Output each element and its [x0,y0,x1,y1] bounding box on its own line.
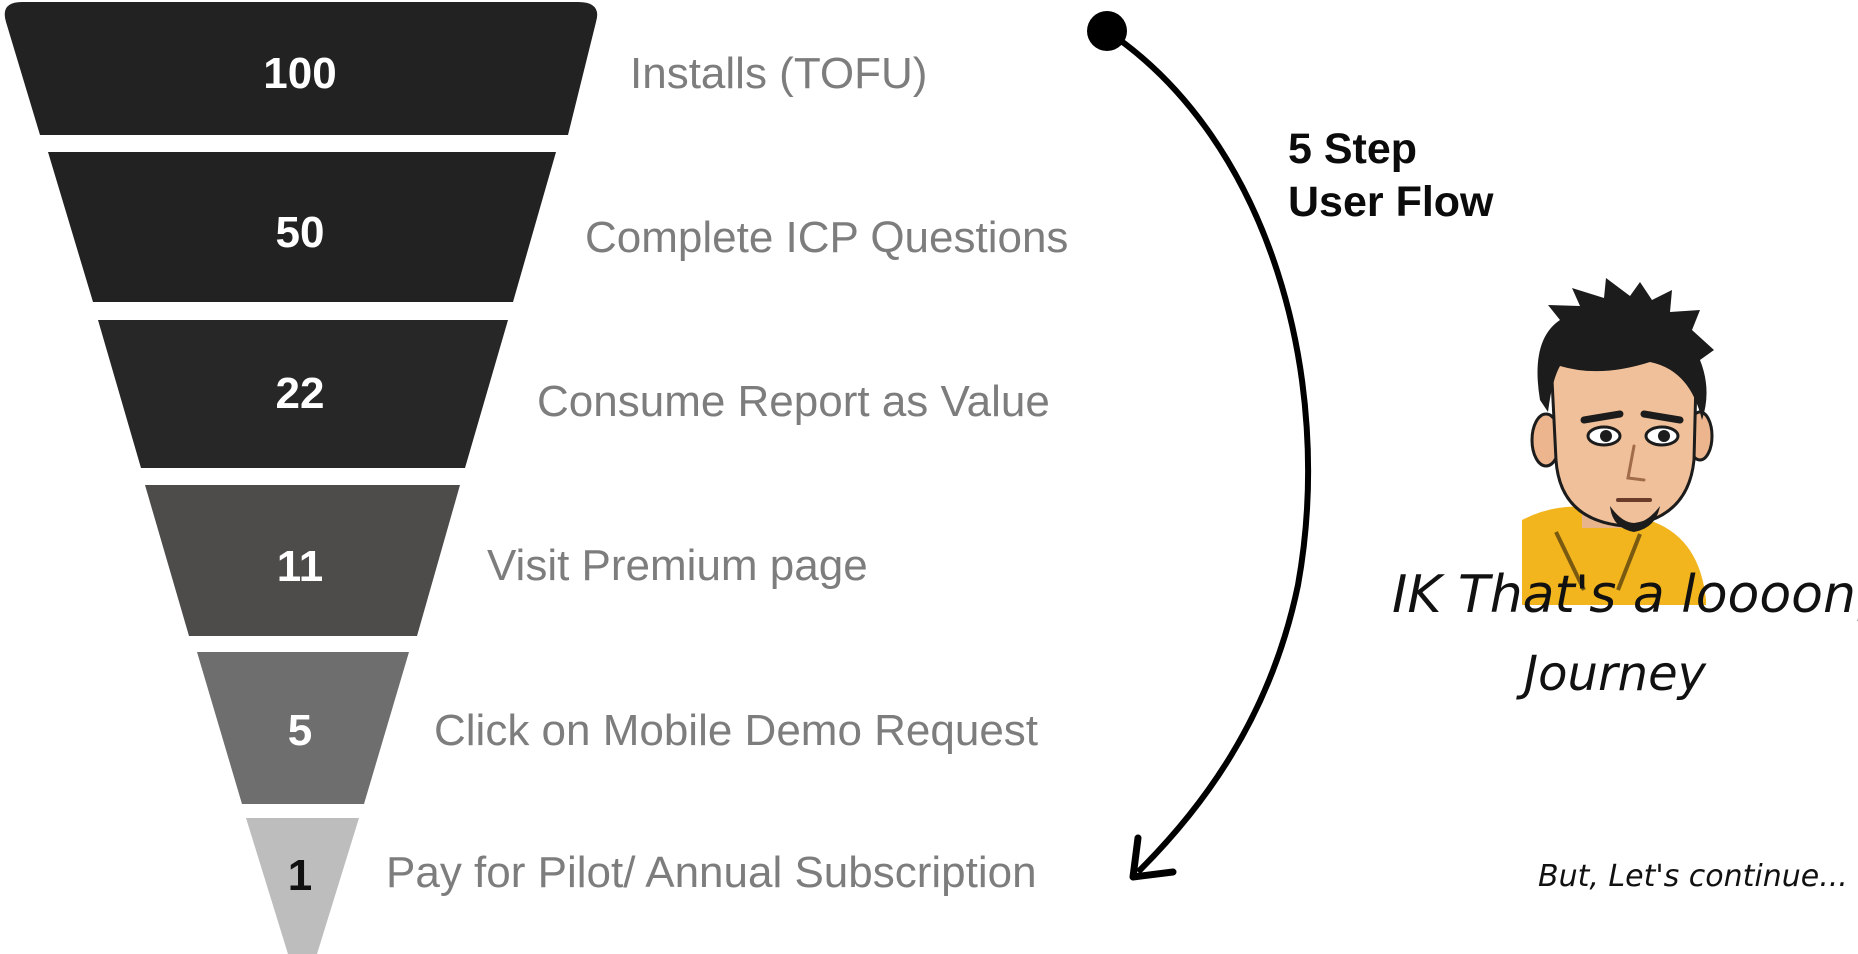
funnel-segment-5 [197,652,409,804]
funnel-segment-6 [246,818,359,954]
stage-value-1: 100 [263,49,336,98]
stage-label-6: Pay for Pilot/ Annual Subscription [386,848,1037,897]
funnel-segment-4 [145,485,460,636]
flow-title-line2: User Flow [1288,178,1494,226]
avatar-hoodie [1522,506,1706,605]
stage-label-3: Consume Report as Value [537,377,1050,426]
stage-label-5: Click on Mobile Demo Request [434,706,1038,755]
avatar-hair [1537,278,1714,420]
curved-arrow-icon [1087,11,1312,881]
stage-value-4: 11 [277,542,324,591]
stage-value-2: 50 [276,208,325,257]
stage-label-4: Visit Premium page [487,541,868,590]
funnel-segment-1 [4,2,598,135]
funnel-stage-5: 5 Click on Mobile Demo Request [197,652,1038,804]
stage-value-5: 5 [288,706,312,755]
funnel-stage-2: 50 Complete ICP Questions [48,152,1068,302]
arrow-curve [1104,28,1312,873]
stage-label-1: Installs (TOFU) [630,49,927,98]
funnel-stage-6: 1 Pay for Pilot/ Annual Subscription [246,818,1037,954]
stage-label-2: Complete ICP Questions [585,213,1068,262]
stage-value-6: 1 [288,851,312,900]
flow-title-line1: 5 Step [1288,125,1417,173]
avatar-caption: IK That's a loooong Journey But, Let's c… [1392,565,1858,894]
funnel-segment-2 [48,152,556,302]
funnel-stage-1: 100 Installs (TOFU) [4,2,927,135]
arrow-head [1129,834,1177,881]
funnel-stage-4: 11 Visit Premium page [145,485,868,636]
cartoon-avatar [1522,278,1714,605]
flow-title: 5 Step User Flow [1288,125,1494,226]
stage-value-3: 22 [276,369,325,418]
funnel-stage-3: 22 Consume Report as Value [98,320,1050,468]
funnel-segment-3 [98,320,508,468]
caption-line2: Journey [1516,646,1707,702]
caption-footer: But, Let's continue... [1538,859,1848,894]
caption-line1: IK That's a loooong [1392,565,1858,625]
